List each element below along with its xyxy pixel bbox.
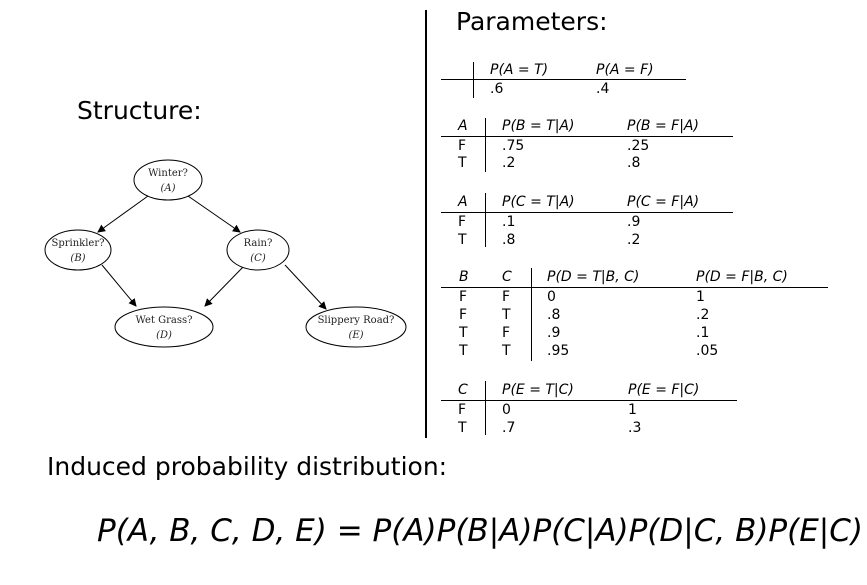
cpt-d-row2-true: .8: [547, 307, 561, 323]
cpt-d-row4-c: T: [502, 343, 511, 359]
joint-distribution-formula: P(A, B, C, D, E) = P(A)P(B|A)P(C|A)P(D|C…: [97, 513, 863, 549]
node-winter-var: (A): [160, 183, 175, 194]
cpt-a-value-false: .4: [596, 81, 610, 97]
edge-c-d: [204, 264, 246, 307]
node-rain-name: Rain?: [244, 238, 273, 249]
cpt-e-header-false: P(E = F|C): [628, 382, 700, 398]
cpt-d-row2-c: T: [502, 307, 511, 323]
cpt-a-value-true: .6: [490, 81, 504, 97]
cpt-d-header-b: B: [459, 269, 469, 285]
cpt-a-header-false: P(A = F): [596, 62, 654, 78]
cpt-c-row2-false: .2: [627, 232, 641, 248]
cpt-e-header-parent: C: [458, 382, 468, 398]
cpt-d-row2-false: .2: [696, 307, 710, 323]
cpt-b-header-false: P(B = F|A): [627, 118, 699, 134]
induced-distribution-heading: Induced probability distribution:: [47, 452, 448, 481]
edge-a-c: [187, 195, 241, 233]
cpt-b-row2-false: .8: [627, 155, 641, 171]
section-divider: [425, 10, 427, 438]
cpt-b-row2-true: .2: [502, 155, 516, 171]
node-rain: Rain? (C): [226, 229, 290, 271]
parameters-heading: Parameters:: [456, 7, 608, 36]
edge-c-e: [284, 264, 327, 310]
cpt-e-row2-parent: T: [458, 420, 467, 436]
node-wet-grass: Wet Grass? (D): [114, 306, 214, 348]
cpt-e-row2-true: .7: [502, 420, 516, 436]
node-wet-grass-name: Wet Grass?: [136, 315, 193, 326]
cpt-c-header-parent: A: [458, 194, 468, 210]
cpt-b-row1-true: .75: [502, 138, 525, 154]
cpt-c-row2-true: .8: [502, 232, 516, 248]
cpt-a-header-true: P(A = T): [490, 62, 549, 78]
cpt-d-row3-false: .1: [696, 325, 710, 341]
cpt-d-row3-c: F: [502, 325, 511, 341]
cpt-d-row3-b: T: [459, 325, 468, 341]
cpt-c-row1-true: .1: [502, 214, 516, 230]
cpt-e-row1-true: 0: [502, 402, 511, 418]
cpt-d-row4-true: .95: [547, 343, 570, 359]
cpt-b-row1-parent: F: [458, 138, 467, 154]
cpt-c-row1-parent: F: [458, 214, 467, 230]
cpt-d-row3-true: .9: [547, 325, 561, 341]
cpt-d-header-c: C: [502, 269, 512, 285]
cpt-d-row1-false: 1: [696, 289, 705, 305]
edge-b-d: [101, 264, 137, 307]
cpt-c-header-true: P(C = T|A): [502, 194, 575, 210]
node-sprinkler-name: Sprinkler?: [52, 238, 105, 249]
edge-a-b: [97, 195, 149, 233]
cpt-d-row2-b: F: [459, 307, 468, 323]
node-winter-name: Winter?: [148, 168, 188, 179]
cpt-d-row4-b: T: [459, 343, 468, 359]
cpt-d-row1-true: 0: [547, 289, 556, 305]
cpt-c-header-false: P(C = F|A): [627, 194, 700, 210]
node-wet-grass-var: (D): [156, 330, 172, 341]
node-slippery-road: Slippery Road? (E): [305, 306, 407, 348]
cpt-b-row1-false: .25: [627, 138, 650, 154]
node-rain-var: (C): [250, 253, 266, 264]
bayes-network: Winter? (A) Sprinkler? (B) Rain? (C) Wet…: [44, 159, 407, 348]
cpt-d-header-true: P(D = T|B, C): [547, 269, 640, 285]
cpt-d-header-false: P(D = F|B, C): [696, 269, 788, 285]
node-slippery-road-var: (E): [348, 330, 363, 341]
cpt-e-header-true: P(E = T|C): [502, 382, 574, 398]
cpt-b-row2-parent: T: [458, 155, 467, 171]
cpt-d-row4-false: .05: [696, 343, 719, 359]
cpt-c-row1-false: .9: [627, 214, 641, 230]
structure-heading: Structure:: [77, 96, 202, 125]
node-sprinkler: Sprinkler? (B): [44, 229, 112, 271]
cpt-e-row1-false: 1: [628, 402, 637, 418]
cpt-c-row2-parent: T: [458, 232, 467, 248]
node-winter: Winter? (A): [133, 159, 203, 201]
node-slippery-road-name: Slippery Road?: [318, 315, 395, 326]
cpt-b-header-parent: A: [458, 118, 468, 134]
cpt-e-row1-parent: F: [458, 402, 467, 418]
cpt-d-row1-c: F: [502, 289, 511, 305]
cpt-d-row1-b: F: [459, 289, 468, 305]
cpt-e-row2-false: .3: [628, 420, 642, 436]
cpt-b-header-true: P(B = T|A): [502, 118, 575, 134]
node-sprinkler-var: (B): [70, 253, 85, 264]
